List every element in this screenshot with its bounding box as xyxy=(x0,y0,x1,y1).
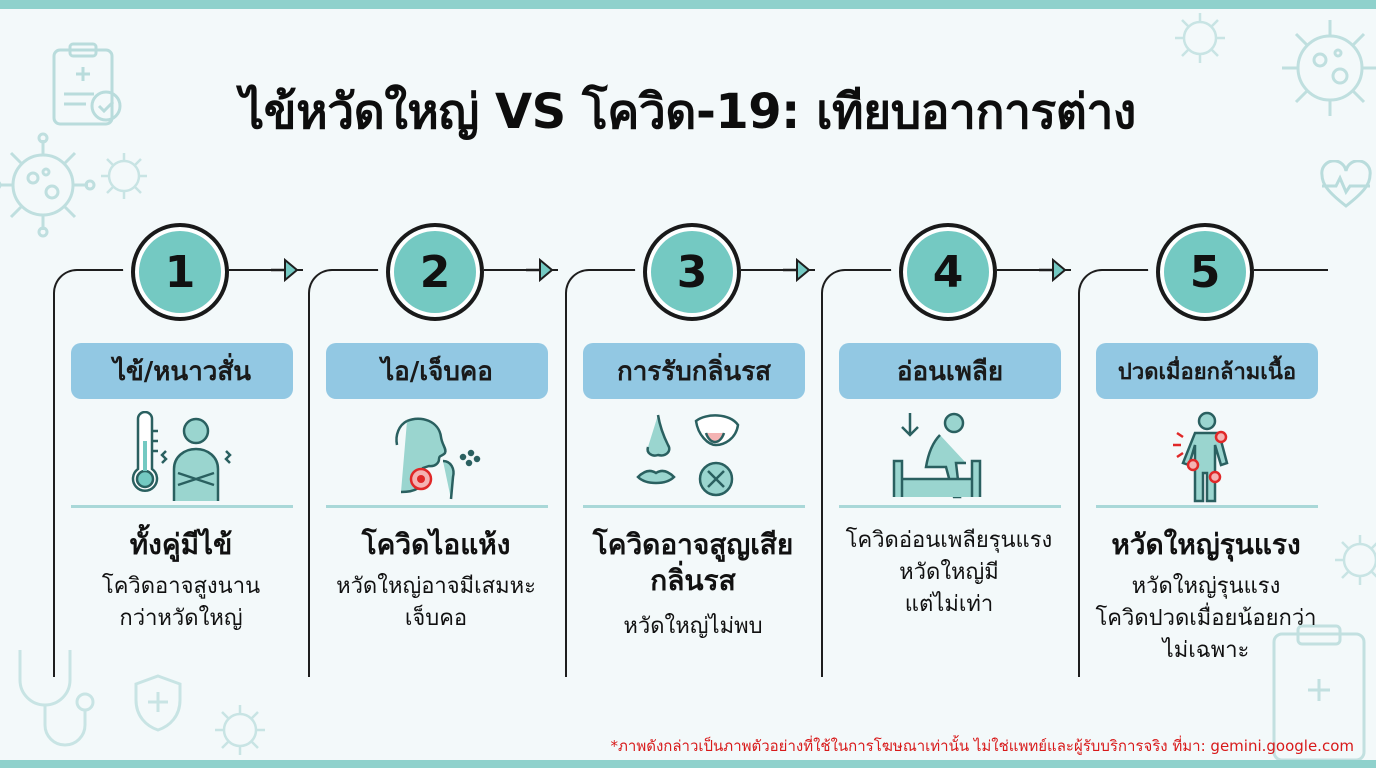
step-label: ไข้/หนาวสั่น xyxy=(71,343,293,399)
step-number-badge: 2 xyxy=(386,223,484,321)
desc-line: ไม่เฉพาะ xyxy=(1162,638,1250,663)
desc-line: โควิดอาจสูงนาน xyxy=(101,574,261,599)
divider xyxy=(839,505,1061,508)
step-number-badge: 4 xyxy=(899,223,997,321)
step-description: โควิดอาจสูงนาน กว่าหวัดใหญ่ xyxy=(61,571,301,635)
virus-icon xyxy=(1170,8,1230,68)
step-label: ไอ/เจ็บคอ xyxy=(326,343,548,399)
desc-line: หวัดใหญ่ไม่พบ xyxy=(623,614,763,639)
desc-line: แต่ไม่เท่า xyxy=(904,592,994,617)
step-headline: ทั้งคู่มีไข้ xyxy=(129,528,233,561)
divider xyxy=(326,505,548,508)
step-2: 2 ไอ/เจ็บคอ โควิดไอแห้ง หวัดใหญ่อาจมีเสม… xyxy=(308,215,558,685)
step-number-badge: 5 xyxy=(1156,223,1254,321)
divider xyxy=(583,505,805,508)
divider xyxy=(1096,505,1318,508)
step-3: 3 การรับกลิ่นรส โควิดอาจสูญเสีย กลิ่นรส … xyxy=(565,215,815,685)
step-4: 4 อ่อนเพลีย โควิดอ่อนเพลียรุนแรง หวัดใหญ… xyxy=(821,215,1071,685)
virus-icon xyxy=(1270,8,1376,128)
step-description: หวัดใหญ่อาจมีเสมหะ เจ็บคอ xyxy=(316,571,556,635)
coughing-person-icon xyxy=(326,411,548,503)
desc-line: หวัดใหญ่อาจมีเสมหะ xyxy=(336,574,536,599)
arrow-right-icon xyxy=(783,258,811,282)
step-description: หวัดใหญ่รุนแรง โควิดปวดเมื่อยน้อยกว่า ไม… xyxy=(1086,571,1326,667)
stethoscope-icon xyxy=(0,640,110,760)
step-description: โควิดอ่อนเพลียรุนแรง หวัดใหญ่มี แต่ไม่เท… xyxy=(829,525,1069,621)
step-number-badge: 1 xyxy=(131,223,229,321)
step-1: 1 ไข้/หนาวสั่น ทั้งคู่มีไข้ โควิดอาจสูงน… xyxy=(53,215,303,685)
virus-icon xyxy=(210,700,270,760)
arrow-right-icon xyxy=(526,258,554,282)
desc-line: โควิดปวดเมื่อยน้อยกว่า xyxy=(1095,606,1317,631)
desc-line: กว่าหวัดใหญ่ xyxy=(119,606,243,631)
top-band xyxy=(0,0,1376,9)
bottom-band xyxy=(0,760,1376,768)
step-headline: โควิดอาจสูญเสีย กลิ่นรส xyxy=(592,528,794,597)
thermometer-person-icon xyxy=(71,411,293,503)
desc-line: เจ็บคอ xyxy=(404,606,468,631)
step-headline: โควิดไอแห้ง xyxy=(361,528,511,561)
divider xyxy=(71,505,293,508)
desc-line: หวัดใหญ่รุนแรง xyxy=(1131,574,1281,599)
page-title: ไข้หวัดใหญ่ VS โควิด-19: เทียบอาการต่าง xyxy=(240,84,1136,140)
desc-line: โควิดอ่อนเพลียรุนแรง xyxy=(845,528,1053,553)
virus-icon xyxy=(96,148,152,204)
virus-icon xyxy=(0,130,98,240)
desc-line: หวัดใหญ่มี xyxy=(899,560,999,585)
step-headline: หวัดใหญ่รุนแรง xyxy=(1111,528,1301,561)
body-pain-icon xyxy=(1096,411,1318,503)
arrow-right-icon xyxy=(271,258,299,282)
step-label: อ่อนเพลีย xyxy=(839,343,1061,399)
heartbeat-icon xyxy=(1318,160,1374,212)
arrow-right-icon xyxy=(1039,258,1067,282)
virus-icon xyxy=(1330,530,1376,590)
shield-cross-icon xyxy=(130,672,186,734)
step-number-badge: 3 xyxy=(643,223,741,321)
clipboard-icon xyxy=(48,40,128,130)
step-description: หวัดใหญ่ไม่พบ xyxy=(573,611,813,643)
step-label: การรับกลิ่นรส xyxy=(583,343,805,399)
nose-tongue-icon xyxy=(583,411,805,503)
step-label: ปวดเมื่อยกล้ามเนื้อ xyxy=(1096,343,1318,399)
disclaimer-footnote: *ภาพดังกล่าวเป็นภาพตัวอย่างที่ใช้ในการโฆ… xyxy=(610,737,1354,755)
clipboard-icon xyxy=(1258,620,1376,760)
fatigued-person-bed-icon xyxy=(839,411,1061,503)
step-5: 5 ปวดเมื่อยกล้ามเนื้อ หวัดใหญ่รุนแรง หวั… xyxy=(1078,215,1328,685)
